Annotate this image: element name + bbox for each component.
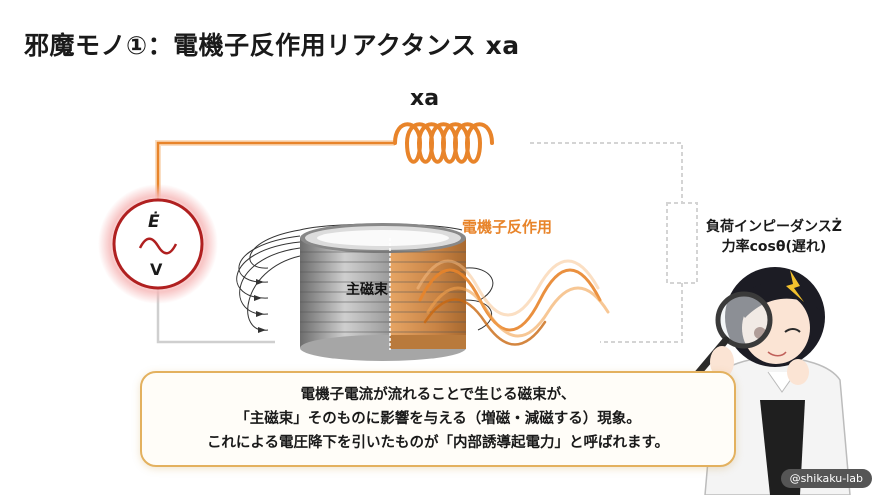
armature-reaction-label: 電機子反作用 <box>462 218 553 236</box>
callout-line-2: 「主磁束」そのものに影響を与える（増磁・減磁する）現象。 <box>235 411 641 427</box>
field-arrows <box>254 279 266 333</box>
load-impedance-box <box>666 202 698 284</box>
source-voltage-label: V <box>150 260 163 279</box>
credit-badge: @shikaku-lab <box>780 469 872 488</box>
load-description: 負荷インピーダンスŻ 力率cosθ(遅れ) <box>706 218 842 257</box>
ac-source-icon <box>98 184 218 304</box>
main-flux-label: 主磁束 <box>346 282 388 298</box>
explanation-callout: 電機子電流が流れることで生じる磁束が、 「主磁束」そのものに影響を与える（増磁・… <box>140 371 736 467</box>
stator-coil <box>300 223 466 361</box>
callout-line-3: これによる電圧降下を引いたものが「内部誘導起電力」と呼ばれます。 <box>206 435 670 451</box>
reactance-label: xa <box>410 86 440 111</box>
load-impedance-label: 負荷インピーダンスŻ <box>706 219 842 235</box>
armature-reaction-waves <box>416 259 610 346</box>
callout-line-1: 電機子電流が流れることで生じる磁束が、 <box>300 387 576 403</box>
circuit-wires <box>155 140 698 344</box>
source-emf-label: Ė <box>148 212 160 232</box>
inductor-coil-icon <box>393 122 494 164</box>
power-factor-label: 力率cosθ(遅れ) <box>721 238 827 255</box>
page-title: 邪魔モノ①：電機子反作用リアクタンス xa <box>24 31 520 60</box>
